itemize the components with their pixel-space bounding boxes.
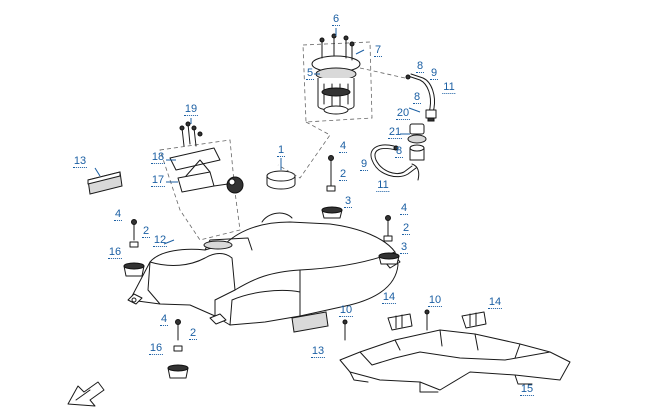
callout-14-left[interactable]: 14 xyxy=(381,291,397,304)
fuel-tank xyxy=(127,212,401,326)
callout-2-rear-right[interactable]: 2 xyxy=(401,222,411,235)
callout-11-top[interactable]: 11 xyxy=(442,81,456,94)
callout-4-rear[interactable]: 4 xyxy=(399,202,409,215)
callout-7[interactable]: 7 xyxy=(373,44,383,57)
callout-4-tank[interactable]: 4 xyxy=(338,140,348,153)
fuel-cap xyxy=(266,170,296,190)
callout-10-left[interactable]: 10 xyxy=(338,304,354,317)
callout-15[interactable]: 15 xyxy=(519,383,535,396)
callout-12[interactable]: 12 xyxy=(152,234,168,247)
fuel-lines xyxy=(370,73,437,181)
callout-8-mid[interactable]: 8 xyxy=(412,91,422,104)
callout-17[interactable]: 17 xyxy=(150,174,166,187)
callout-2-tank-right[interactable]: 2 xyxy=(338,168,348,181)
callout-9-top[interactable]: 9 xyxy=(429,67,439,80)
leader-lines xyxy=(94,28,421,245)
fuel-pump-assembly xyxy=(277,33,406,179)
callout-3-tank[interactable]: 3 xyxy=(343,195,353,208)
vent-assembly xyxy=(159,121,244,241)
callout-2-bottom[interactable]: 2 xyxy=(188,327,198,340)
callout-3-rear[interactable]: 3 xyxy=(399,241,409,254)
pads xyxy=(87,171,329,333)
callout-8-low[interactable]: 8 xyxy=(394,145,404,158)
support-plate xyxy=(339,311,571,393)
callout-4-bottom[interactable]: 4 xyxy=(159,313,169,326)
callout-5[interactable]: 5 xyxy=(305,67,315,80)
callout-13-top[interactable]: 13 xyxy=(72,155,88,168)
callout-20[interactable]: 20 xyxy=(395,107,411,120)
fasteners xyxy=(123,155,430,379)
callout-10-right[interactable]: 10 xyxy=(427,294,443,307)
front-arrow-icon xyxy=(67,381,105,407)
callout-6[interactable]: 6 xyxy=(331,13,341,26)
callout-16-left[interactable]: 16 xyxy=(107,246,123,259)
callout-11-left[interactable]: 11 xyxy=(376,179,390,192)
callout-4-left[interactable]: 4 xyxy=(113,208,123,221)
callout-14-right[interactable]: 14 xyxy=(487,296,503,309)
callout-19[interactable]: 19 xyxy=(183,103,199,116)
callout-9-left[interactable]: 9 xyxy=(359,158,369,171)
callout-8-top[interactable]: 8 xyxy=(415,60,425,73)
callout-1[interactable]: 1 xyxy=(276,144,286,157)
callout-13-bottom[interactable]: 13 xyxy=(310,345,326,358)
callout-21[interactable]: 21 xyxy=(387,126,403,139)
callout-18[interactable]: 18 xyxy=(150,151,166,164)
callout-2-left[interactable]: 2 xyxy=(141,225,151,238)
callout-16-bottom[interactable]: 16 xyxy=(148,342,164,355)
